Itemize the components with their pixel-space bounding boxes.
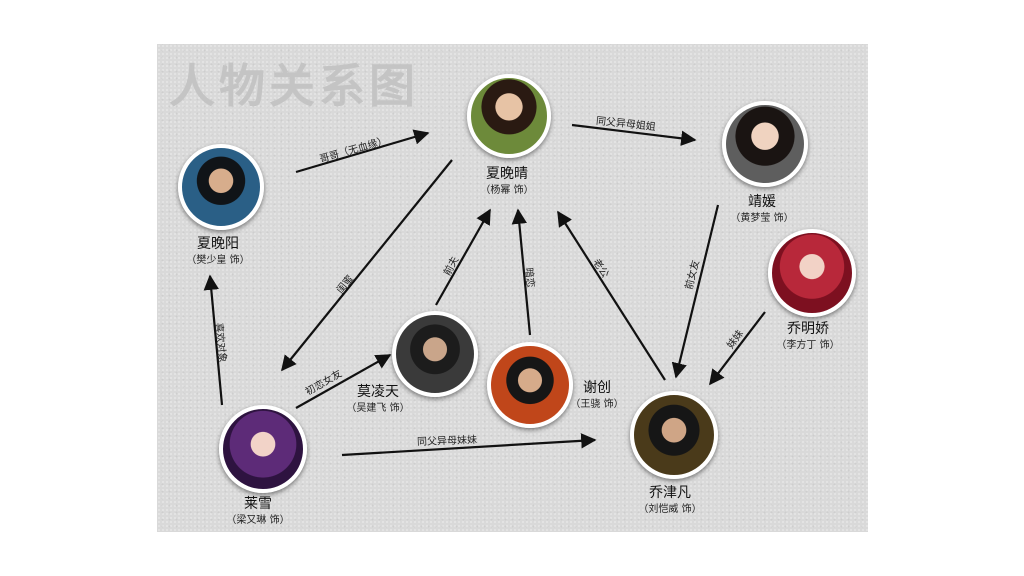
actor-xiechuang: （王骁 饰） xyxy=(570,399,624,410)
avatar-xiawanyang[interactable] xyxy=(178,144,264,230)
actor-qiaomingjiao: （李方丁 饰） xyxy=(776,340,840,351)
actor-jingyuan: （黄梦莹 饰） xyxy=(730,213,794,224)
name-laixue: 莱雪 xyxy=(244,496,272,512)
actor-qiaojinfan: （刘恺威 饰） xyxy=(638,504,702,515)
actor-xiawanyang: （樊少皇 饰） xyxy=(186,255,250,266)
arrow-guimi xyxy=(281,159,453,372)
name-xiawanqing: 夏晚晴 xyxy=(486,166,528,182)
avatar-qiaomingjiao[interactable] xyxy=(768,229,856,317)
actor-laixue: （梁又琳 饰） xyxy=(226,515,290,526)
arrow-meimei xyxy=(709,311,766,386)
arrow-chulian xyxy=(295,354,392,409)
diagram-title: 人物关系图 xyxy=(169,59,419,113)
avatar-laixue[interactable] xyxy=(219,405,307,493)
name-jingyuan: 靖媛 xyxy=(748,194,776,210)
name-xiechuang: 谢创 xyxy=(583,380,611,396)
relation-label-anlian: 暗恋 xyxy=(522,267,536,289)
name-qiaojinfan: 乔津凡 xyxy=(649,485,691,501)
arrow-xihuan xyxy=(203,274,224,406)
avatar-qiaojinfan[interactable] xyxy=(630,391,718,479)
actor-molingtian: （吴建飞 饰） xyxy=(346,403,410,414)
name-qiaomingjiao: 乔明娇 xyxy=(787,321,829,337)
arrow-gege xyxy=(295,129,430,174)
relation-label-tongfu-meimei: 同父异母妹妹 xyxy=(416,434,478,449)
avatar-jingyuan[interactable] xyxy=(722,101,808,187)
avatar-molingtian[interactable] xyxy=(392,311,478,397)
arrow-tongfu-meimei xyxy=(341,433,597,457)
avatar-xiawanqing[interactable] xyxy=(467,74,551,158)
actor-xiawanqing: （杨幂 饰） xyxy=(480,185,534,196)
name-molingtian: 莫凌天 xyxy=(357,384,399,400)
arrow-qiantian xyxy=(435,208,491,306)
arrow-qiannvyou xyxy=(671,204,720,379)
name-xiawanyang: 夏晚阳 xyxy=(197,236,239,252)
arrow-anlian xyxy=(511,208,532,336)
arrow-laogong xyxy=(557,210,666,381)
arrow-tongfu-jiejie xyxy=(571,123,697,146)
avatar-xiechuang[interactable] xyxy=(487,342,573,428)
